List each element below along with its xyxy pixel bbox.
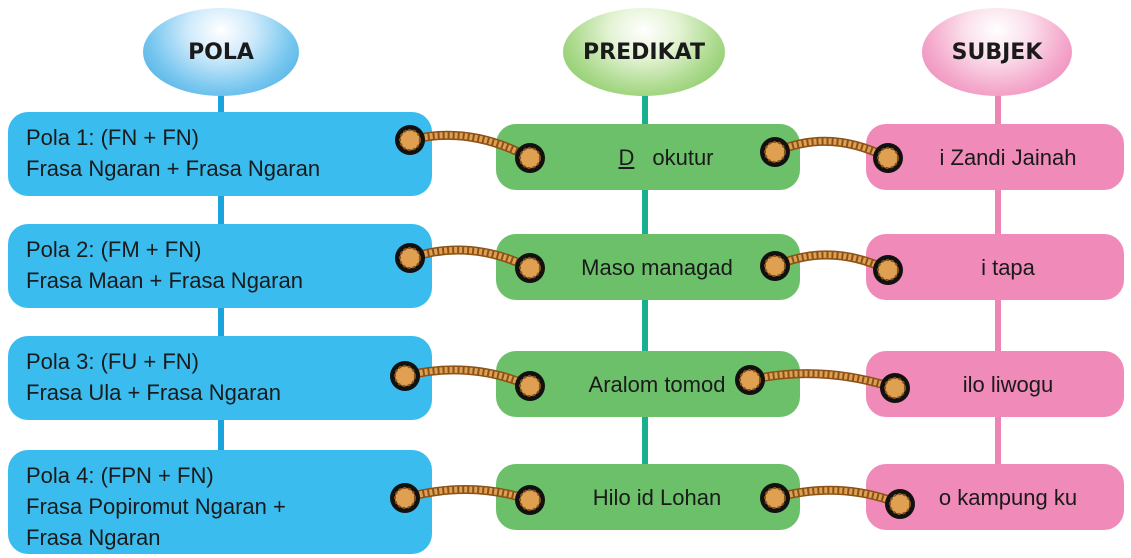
predikat-text: Aralom tomod [588, 371, 726, 397]
pola-description: Frasa Maan + Frasa Ngaran [26, 268, 303, 293]
predikat-header: PREDIKAT [563, 8, 725, 96]
predikat-text: Hilo id Lohan [592, 484, 722, 510]
rope-row-1 [395, 125, 903, 173]
pola-description-cont: Frasa Ngaran [26, 525, 161, 550]
subjek-text: i Zandi Jainah [939, 144, 1077, 170]
predikat-text: Maso managad [581, 254, 733, 280]
pola-description: Frasa Popiromut Ngaran + [26, 494, 286, 519]
subjek-text: o kampung ku [938, 484, 1078, 510]
subjek-text: i tapa [981, 254, 1035, 280]
pola-title: Pola 4: (FPN + FN) [26, 463, 214, 488]
subjek-header: SUBJEK [922, 8, 1072, 96]
pola-description: Frasa Ula + Frasa Ngaran [26, 380, 281, 405]
predikat-underlined-letter: D [618, 144, 635, 170]
pola-box-4: Pola 4: (FPN + FN) Frasa Popiromut Ngara… [8, 450, 432, 554]
predikat-box-2: Maso managad [496, 234, 800, 300]
rope-row-3 [390, 361, 910, 403]
rope-row-2 [395, 243, 903, 285]
rope-predikat-subjek [773, 136, 891, 162]
subjek-text: ilo liwogu [962, 371, 1054, 397]
pola-description: Frasa Ngaran + Frasa Ngaran [26, 156, 321, 181]
pola-box-2: Pola 2: (FM + FN) Frasa Maan + Frasa Nga… [8, 224, 432, 308]
rope-row-4 [390, 483, 915, 519]
pola-box-3: Pola 3: (FU + FN) Frasa Ula + Frasa Ngar… [8, 336, 432, 420]
pola-title: Pola 3: (FU + FN) [26, 349, 199, 374]
pola-header: POLA [143, 8, 299, 96]
pola-box-1: Pola 1: (FN + FN) Frasa Ngaran + Frasa N… [8, 112, 432, 196]
pola-title: Pola 1: (FN + FN) [26, 125, 199, 150]
predikat-text-rest: okutur [652, 144, 714, 170]
predikat-box-4: Hilo id Lohan [496, 464, 800, 530]
subjek-box-1: i Zandi Jainah [866, 124, 1124, 190]
pola-title: Pola 2: (FM + FN) [26, 237, 202, 262]
subjek-box-2: i tapa [866, 234, 1124, 300]
predikat-box-3: Aralom tomod [496, 351, 800, 417]
